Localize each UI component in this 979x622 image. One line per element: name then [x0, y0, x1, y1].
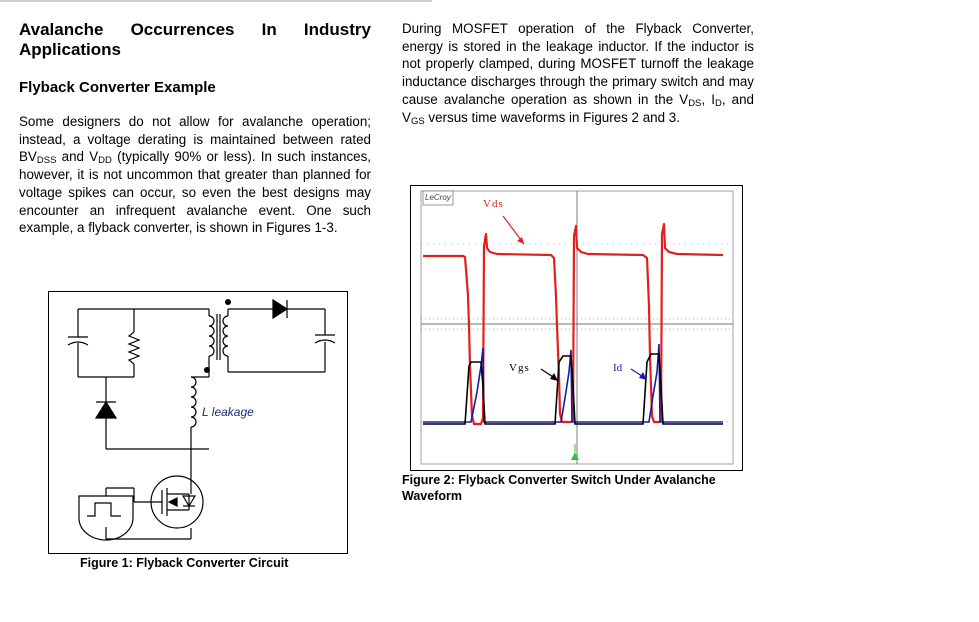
scope-logo: LeCroy — [425, 193, 451, 202]
top-divider — [0, 0, 432, 2]
flyback-circuit-figure: L leakage — [48, 291, 348, 554]
operation-paragraph: During MOSFET operation of the Flyback C… — [402, 21, 754, 127]
intro-paragraph: Some designers do not allow for avalanch… — [19, 114, 371, 236]
vds-label: Vds — [483, 198, 504, 210]
figure2-caption: Figure 2: Flyback Converter Switch Under… — [402, 473, 716, 503]
oscilloscope-figure: LeCroy Vds Vgs Id — [410, 185, 743, 471]
vgs-label: Vgs — [509, 362, 530, 374]
right-column: During MOSFET operation of the Flyback C… — [402, 20, 754, 126]
id-label: Id — [613, 362, 623, 374]
figure1-caption: Figure 1: Flyback Converter Circuit — [80, 556, 289, 570]
section-subtitle: Flyback Converter Example — [19, 79, 216, 96]
leakage-label: L leakage — [202, 405, 254, 419]
